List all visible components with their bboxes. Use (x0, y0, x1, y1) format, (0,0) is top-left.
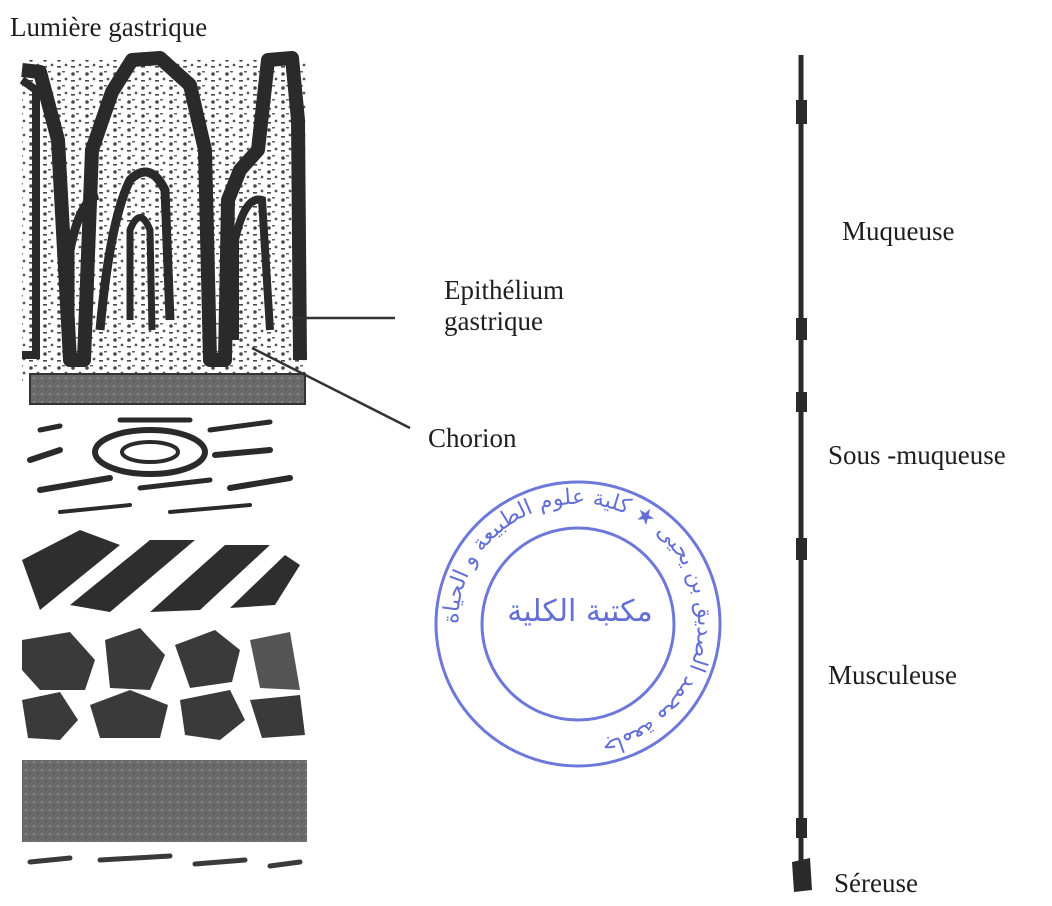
muscularis-oblique-layer (22, 530, 300, 612)
submucosa-tissue (30, 420, 290, 512)
serosa-tissue (30, 856, 300, 866)
library-stamp: جامعة محمد الصديق بن يحيى ★ كلية علوم ال… (430, 476, 726, 772)
muscularis-longitudinal-layer (22, 760, 307, 842)
stamp-center-text: مكتبة الكلية (500, 594, 660, 629)
muscularis-circular-layer (22, 628, 305, 740)
mucosa-glands (22, 58, 307, 404)
layer-scale-bar (792, 55, 812, 892)
